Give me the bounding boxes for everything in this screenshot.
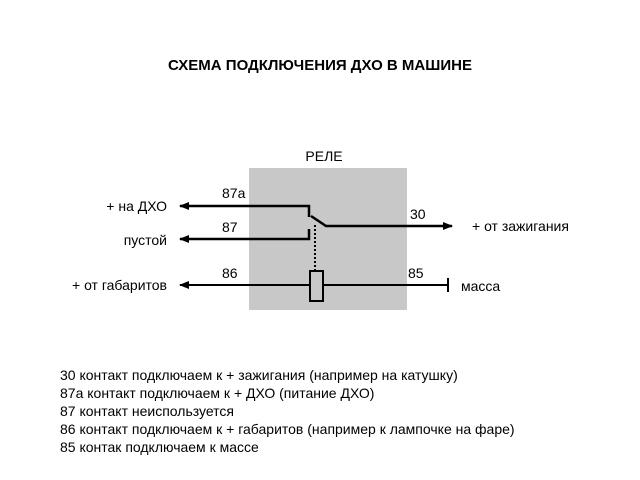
relay-label: РЕЛЕ (305, 148, 342, 164)
label-ground: масса (461, 278, 500, 294)
label-drl: + на ДХО (106, 198, 167, 214)
note-line: 86 контакт подключаем к + габаритов (нап… (60, 421, 515, 437)
pin-87a: 87а (222, 185, 246, 201)
label-empty: пустой (124, 232, 167, 248)
wire-87a (179, 202, 311, 217)
note-line: 87 контакт неиспользуется (60, 403, 235, 419)
wire-30 (310, 214, 453, 230)
wire-87 (179, 229, 311, 243)
label-ignition: + от зажигания (472, 218, 569, 234)
label-parking: + от габаритов (72, 277, 167, 293)
diagram-title: СХЕМА ПОДКЛЮЧЕНИЯ ДХО В МАШИНЕ (168, 57, 472, 74)
pin-30: 30 (410, 206, 426, 222)
note-line: 85 контак подключаем к массе (60, 439, 259, 455)
note-line: 30 контакт подключаем к + зажигания (нап… (60, 367, 458, 383)
pin-85: 85 (408, 265, 424, 281)
pin-86: 86 (222, 265, 238, 281)
notes: 30 контакт подключаем к + зажигания (нап… (60, 366, 515, 456)
pin-87: 87 (222, 219, 238, 235)
note-line: 87а контакт подключаем к + ДХО (питание … (60, 385, 375, 401)
